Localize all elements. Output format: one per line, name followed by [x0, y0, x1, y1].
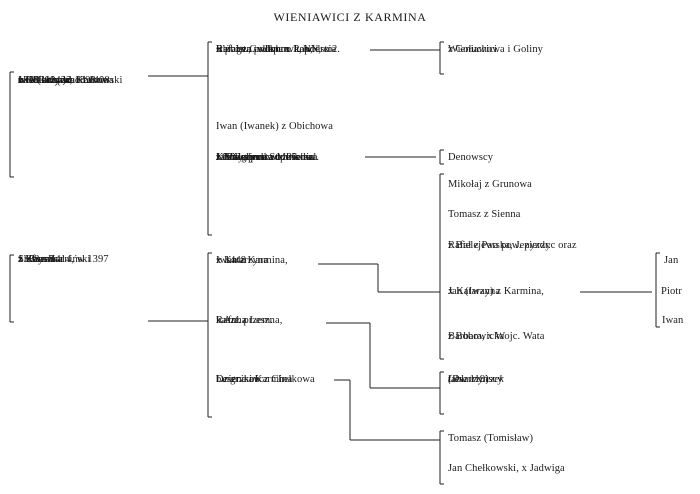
chart-title: WIENIAWICI Z KARMINA — [273, 10, 427, 24]
